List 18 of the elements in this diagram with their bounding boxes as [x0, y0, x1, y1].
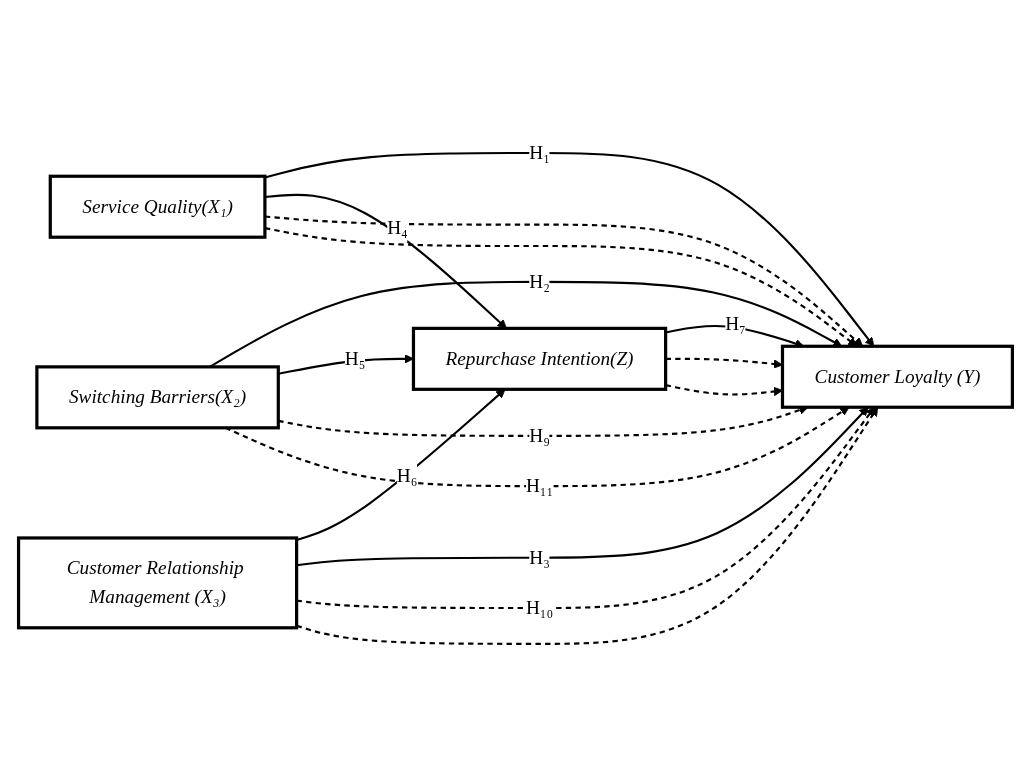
node-box: Customer Relationship Management (X₃) — [16, 536, 299, 630]
edge-label: H₅ — [344, 347, 366, 370]
edge-label: H₉ — [529, 424, 550, 447]
node-box: Service Quality(X₁) — [48, 174, 267, 240]
edge-label: H₂ — [529, 270, 550, 293]
edge-label: H₆ — [396, 464, 418, 487]
arrow — [296, 389, 506, 542]
node-box: Customer Loyalty (Y) — [780, 344, 1015, 410]
arrow — [296, 407, 879, 646]
edge-label: H₄ — [387, 216, 408, 239]
arrow — [209, 281, 843, 369]
edge-label: H₇ — [725, 313, 746, 335]
edge-label: H₃ — [529, 546, 550, 569]
edge-label: H₁₁ — [525, 475, 554, 497]
edge-label: H₁ — [529, 142, 550, 164]
node-box: Switching Barriers(X₂) — [35, 365, 280, 430]
node-box: Repurchase Intention(Z) — [411, 327, 668, 392]
edge-label: H₁₀ — [525, 597, 554, 619]
